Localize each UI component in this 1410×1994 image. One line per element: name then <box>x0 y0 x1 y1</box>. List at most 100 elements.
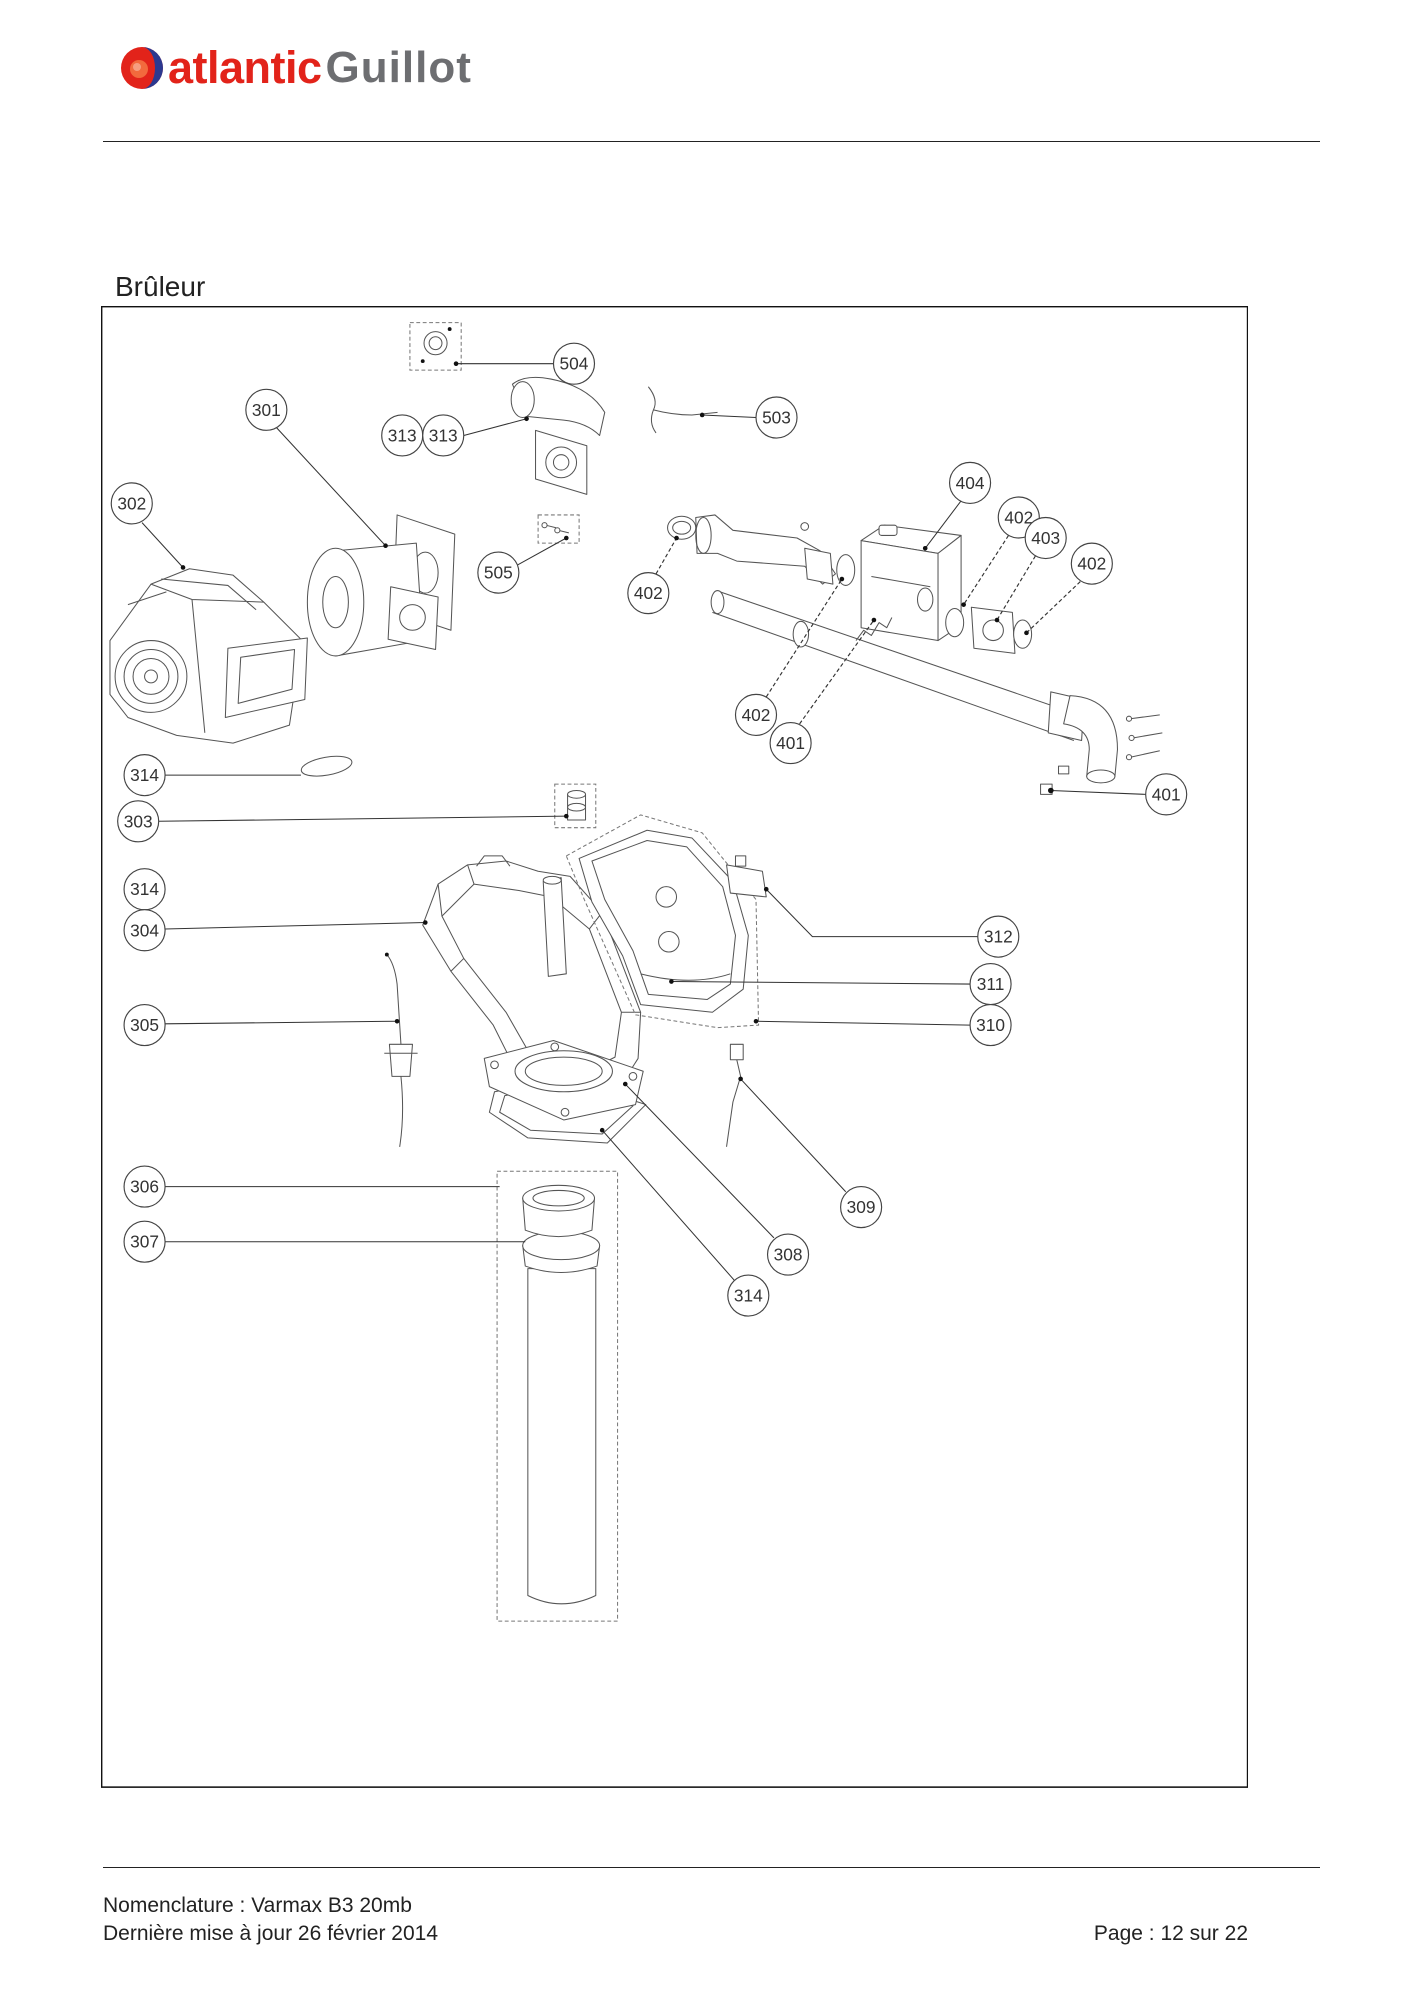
callout-label: 404 <box>956 473 985 493</box>
part-400-gas-assembly <box>667 514 1163 796</box>
part-306-307-tube <box>496 1171 619 1622</box>
leader-313 <box>463 418 527 437</box>
leader-308 <box>625 1084 775 1239</box>
callout-402-b: 402 <box>1071 542 1114 586</box>
part-305-electrode <box>384 953 418 1148</box>
callout-306: 306 <box>123 1165 166 1209</box>
callout-label: 402 <box>634 583 663 603</box>
logo-icon <box>119 45 165 91</box>
part-302-blower <box>109 568 309 744</box>
leader-309 <box>740 1078 847 1193</box>
logo-brand-text: atlantic <box>168 42 322 93</box>
callout-label: 313 <box>388 426 417 446</box>
callout-circle <box>123 909 166 952</box>
footer-page-number: Page : 12 sur 22 <box>1093 1922 1248 1945</box>
callout-314-b: 314 <box>123 868 166 911</box>
callout-circle <box>110 482 154 525</box>
callout-label: 402 <box>1078 554 1107 574</box>
callout-circle <box>123 1165 166 1209</box>
callout-301: 301 <box>245 389 288 432</box>
callout-504: 504 <box>553 342 596 386</box>
leader-402-b <box>1026 581 1081 634</box>
callout-label: 401 <box>776 733 805 753</box>
callout-314-c: 314 <box>727 1274 770 1317</box>
callout-503: 503 <box>755 396 798 439</box>
callout-circle <box>1071 542 1114 586</box>
leader-303 <box>158 815 567 823</box>
callout-label: 302 <box>118 494 147 514</box>
callout-304: 304 <box>123 909 166 952</box>
leader-402-d <box>766 579 843 698</box>
callout-circle <box>422 414 465 457</box>
callout-circle <box>1145 773 1188 816</box>
leader-310 <box>756 1021 971 1026</box>
part-314-ring-upper <box>301 756 353 777</box>
part-503-wire <box>648 386 718 434</box>
callout-label: 314 <box>130 880 159 900</box>
leader-305 <box>165 1021 398 1025</box>
callout-circle <box>840 1186 883 1229</box>
callout-circle <box>1024 517 1068 560</box>
callout-circle <box>755 396 798 439</box>
callout-312: 312 <box>977 915 1020 959</box>
leader-402-c <box>655 538 678 575</box>
callout-label: 402 <box>742 705 771 725</box>
callout-circle <box>969 1004 1012 1047</box>
callout-302: 302 <box>110 482 154 525</box>
callout-303: 303 <box>117 800 160 843</box>
company-logo: atlantic Guillot <box>119 43 472 93</box>
callout-circle <box>123 1004 166 1047</box>
part-504 <box>409 322 462 371</box>
leader-401-a <box>799 620 875 725</box>
callout-label: 305 <box>130 1015 159 1035</box>
part-313-venturi <box>510 377 606 496</box>
callout-label: 301 <box>252 400 281 420</box>
leader-403 <box>996 555 1037 621</box>
callout-circle <box>767 1233 810 1276</box>
callout-label: 310 <box>976 1015 1005 1035</box>
callout-circle <box>977 915 1020 959</box>
callout-label: 304 <box>130 921 159 941</box>
callout-label: 403 <box>1032 528 1061 548</box>
callout-label: 312 <box>984 927 1013 947</box>
callout-label: 505 <box>484 563 513 583</box>
callout-401-a: 401 <box>769 722 812 765</box>
footer-nomenclature: Nomenclature : Varmax B3 20mb <box>103 1894 412 1917</box>
callout-circle <box>627 572 670 615</box>
callout-label: 401 <box>1152 785 1181 805</box>
callout-307: 307 <box>123 1220 166 1264</box>
callout-label: 313 <box>429 426 458 446</box>
callout-label: 303 <box>124 812 153 832</box>
header-divider <box>103 141 1320 142</box>
callout-404: 404 <box>949 462 992 505</box>
part-309-electrode <box>726 1044 744 1148</box>
leader-503 <box>702 414 757 419</box>
callout-label: 503 <box>762 408 791 428</box>
callout-310: 310 <box>969 1004 1012 1047</box>
callout-label: 314 <box>734 1286 763 1306</box>
callout-label: 306 <box>130 1177 159 1197</box>
part-304-burner-body <box>422 855 642 1103</box>
exploded-parts-diagram: 504 503 301 313 313 302 404 402 403 402 … <box>101 306 1249 1789</box>
leader-lines <box>141 361 1146 1281</box>
callout-505: 505 <box>477 551 520 595</box>
callout-label: 308 <box>774 1245 803 1265</box>
part-310-312-cover <box>565 814 768 1029</box>
section-title: Brûleur <box>115 271 206 302</box>
callout-circle <box>949 462 992 505</box>
callout-label: 402 <box>1005 508 1034 528</box>
leader-401-b <box>1051 790 1146 796</box>
callout-circle <box>727 1274 770 1317</box>
leader-314-c <box>602 1130 735 1281</box>
callout-401-b: 401 <box>1145 773 1188 816</box>
part-303 <box>554 783 597 829</box>
leader-302 <box>141 522 184 569</box>
callout-circle <box>245 389 288 432</box>
logo-sub-text: Guillot <box>325 43 472 92</box>
footer-last-updated: Dernière mise à jour 26 février 2014 <box>103 1922 438 1945</box>
callout-308: 308 <box>767 1233 810 1276</box>
leader-301 <box>276 427 387 547</box>
callout-305: 305 <box>123 1004 166 1047</box>
leader-404 <box>925 500 962 549</box>
